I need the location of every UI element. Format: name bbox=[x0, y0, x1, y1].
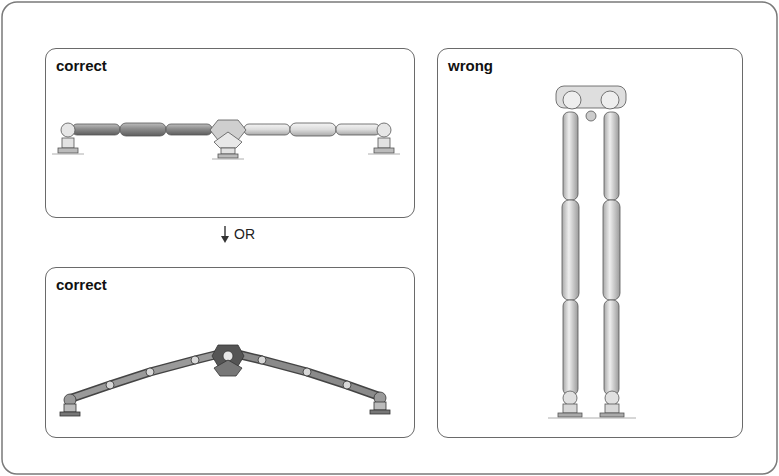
stand-straight bbox=[52, 120, 400, 159]
example-box: correct bbox=[45, 48, 415, 218]
box-heading: correct bbox=[46, 49, 107, 74]
stand-folded bbox=[548, 86, 636, 418]
example-box: wrong bbox=[437, 48, 743, 438]
box-heading: correct bbox=[46, 268, 107, 293]
alternative-label: OR bbox=[234, 226, 255, 242]
box-heading: wrong bbox=[438, 49, 493, 74]
down-arrow bbox=[221, 226, 229, 243]
stand-arched bbox=[60, 345, 390, 416]
example-box: correct bbox=[45, 267, 415, 438]
